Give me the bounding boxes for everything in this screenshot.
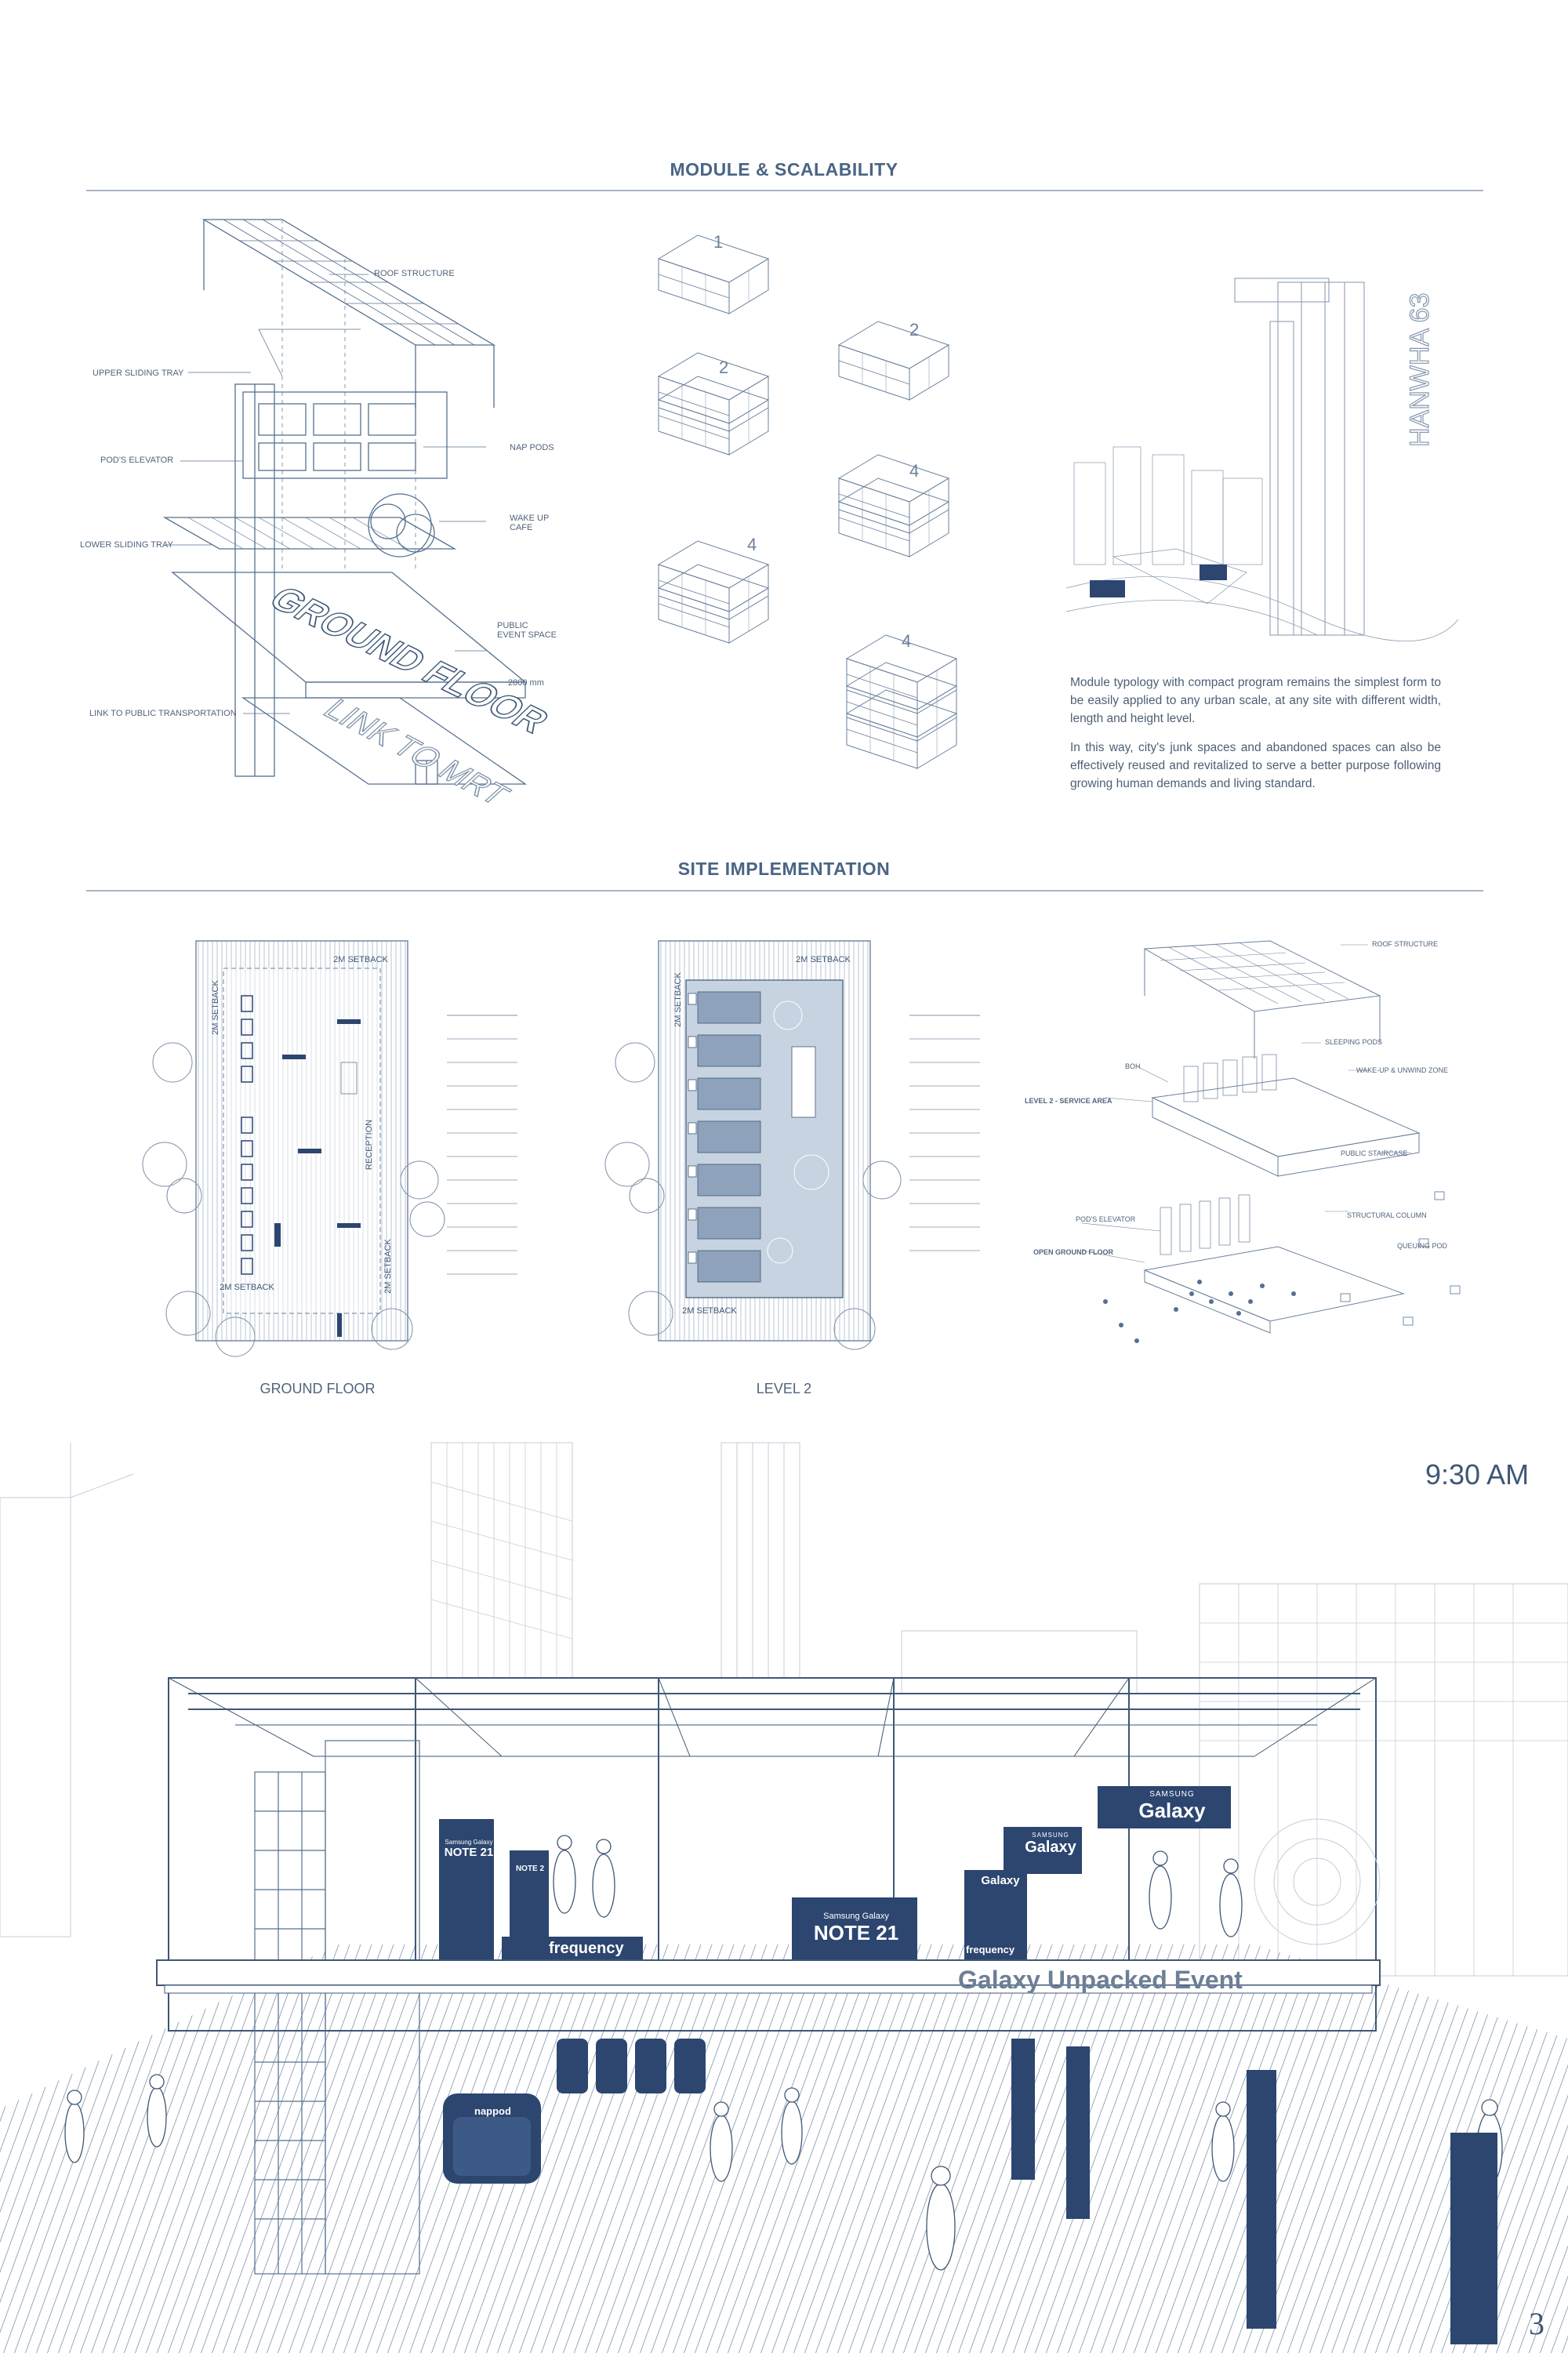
note21-poster-title: NOTE 21 — [444, 1846, 494, 1859]
description-paragraph-1: Module typology with compact program rem… — [1070, 676, 1441, 725]
note21-poster: Samsung Galaxy NOTE 21 — [441, 1839, 496, 1859]
axo-label-open-ground-floor: OPEN GROUND FLOOR — [1033, 1248, 1114, 1256]
samsung-label: SAMSUNG — [1149, 1790, 1195, 1799]
level2-setback-top: 2M SETBACK — [796, 955, 851, 964]
ground-setback-top: 2M SETBACK — [333, 955, 388, 964]
site-section-title: SITE IMPLEMENTATION — [677, 859, 891, 879]
module-section-title: MODULE & SCALABILITY — [670, 159, 898, 180]
level2-caption: LEVEL 2 — [756, 1381, 812, 1396]
galaxy-label-small: Galaxy — [981, 1874, 1020, 1887]
samsung-galaxy-sign-medium: SAMSUNG Galaxy — [1011, 1832, 1090, 1857]
ground-reception: RECEPTION — [365, 1120, 374, 1170]
module-number-1: 1 — [713, 232, 724, 252]
axo-label-roof-structure: ROOF STRUCTURE — [1372, 940, 1438, 948]
module-number-2b: 2 — [719, 358, 729, 377]
ground-floor-caption: GROUND FLOOR — [260, 1381, 376, 1396]
axo-label-pods-elevator: POD'S ELEVATOR — [1076, 1215, 1136, 1223]
label-public-event-space: PUBLIC EVENT SPACE — [497, 621, 557, 640]
label-dimension: 2800 mm — [508, 678, 544, 688]
axo-label-level2-service: LEVEL 2 - SERVICE AREA — [1025, 1097, 1112, 1105]
frequency-sign-left: frequency — [549, 1940, 624, 1957]
module-number-4a: 4 — [909, 461, 920, 481]
samsung-galaxy-sign-small: Galaxy — [969, 1874, 1032, 1887]
galaxy-label: Galaxy — [1138, 1799, 1206, 1822]
scene-time: 9:30 AM — [1425, 1458, 1530, 1491]
street-perspective — [0, 1442, 1568, 2353]
label-pods-elevator: POD'S ELEVATOR — [100, 456, 174, 465]
site-section-rule — [86, 890, 1483, 891]
frequency-sign-right: frequency — [966, 1944, 1015, 1955]
module-number-2a: 2 — [909, 320, 920, 340]
note2-poster: NOTE 2 — [515, 1865, 545, 1873]
samsung-galaxy-sign-large: SAMSUNG Galaxy — [1117, 1790, 1227, 1831]
galaxy-label-medium: Galaxy — [1025, 1839, 1076, 1856]
urban-context-sketch: HANWHA 63 — [1065, 278, 1459, 641]
level2-setback-left: 2M SETBACK — [673, 971, 683, 1026]
axo-label-sleeping-pods: SLEEPING PODS — [1325, 1038, 1383, 1046]
label-link-public-transportation: LINK TO PUBLIC TRANSPORTATION — [89, 709, 237, 718]
tower-text: HANWHA 63 — [1405, 293, 1435, 448]
description-paragraph-2: In this way, city's junk spaces and aban… — [1070, 741, 1441, 790]
axo-label-public-staircase: PUBLIC STAIRCASE — [1341, 1149, 1408, 1157]
note21-poster-brand: Samsung Galaxy — [445, 1839, 493, 1846]
exploded-axonometric: GROUND FLOOR LINK TO MRT — [162, 219, 558, 812]
module-number-4c: 4 — [902, 631, 912, 651]
layered-axonometric — [1081, 940, 1461, 1343]
axo-label-queuing-pod: QUEUING POD — [1397, 1242, 1448, 1250]
label-roof-structure: ROOF STRUCTURE — [374, 269, 455, 278]
event-banner-text: Galaxy Unpacked Event — [958, 1966, 1243, 1994]
ground-floor-plan: 2M SETBACK 2M SETBACK 2M SETBACK 2M SETB… — [142, 940, 517, 1357]
axo-label-boh: BOH — [1125, 1062, 1141, 1070]
level2-setback-bottom: 2M SETBACK — [682, 1306, 737, 1316]
ground-setback-bottom: 2M SETBACK — [220, 1283, 274, 1292]
label-upper-sliding-tray: UPPER SLIDING TRAY — [93, 369, 184, 378]
note21-wall-poster: Samsung Galaxy NOTE 21 — [793, 1912, 919, 1945]
ground-floor-slab-text: GROUND FLOOR — [260, 580, 557, 740]
page-number: 3 — [1529, 2306, 1544, 2341]
axo-label-wake-up-unwind: WAKE-UP & UNWIND ZONE — [1356, 1066, 1449, 1074]
label-lower-sliding-tray: LOWER SLIDING TRAY — [80, 540, 173, 550]
module-number-4b: 4 — [747, 535, 757, 554]
module-section-rule — [86, 190, 1483, 191]
samsung-label-medium: SAMSUNG — [1032, 1832, 1069, 1839]
label-nap-pods: NAP PODS — [510, 443, 554, 452]
axo-label-structural-column: STRUCTURAL COLUMN — [1347, 1211, 1427, 1219]
ground-setback-left: 2M SETBACK — [211, 979, 220, 1034]
note21-wall-title: NOTE 21 — [813, 1921, 899, 1944]
label-wake-up-cafe: WAKE UP CAFE — [510, 514, 550, 532]
ground-setback-right: 2M SETBACK — [383, 1238, 393, 1293]
nappod-label: nappod — [474, 2105, 511, 2117]
note21-wall-brand: Samsung Galaxy — [823, 1912, 889, 1921]
module-diagrams — [658, 234, 957, 769]
level2-plan: 2M SETBACK 2M SETBACK 2M SETBACK — [604, 940, 980, 1350]
